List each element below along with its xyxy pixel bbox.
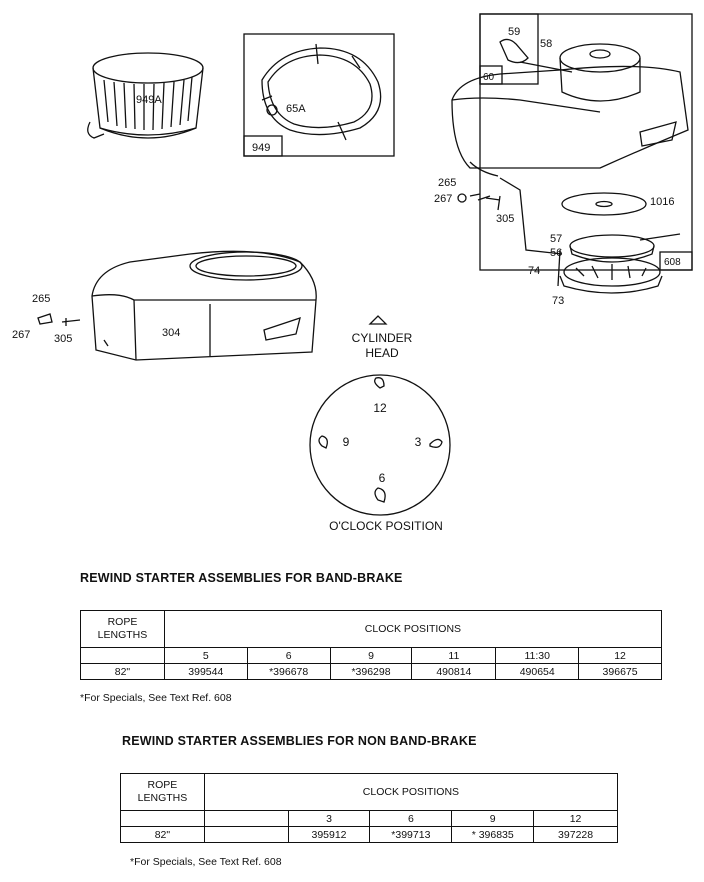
box-608-label	[659, 251, 693, 271]
positions-row: 3 6 9 12	[120, 810, 618, 827]
clock-marker-12	[374, 377, 385, 389]
positions-row: 5 6 9 11 11:30 12	[80, 647, 662, 664]
clock-marker-9	[318, 435, 328, 449]
non-band-brake-table-title: REWIND STARTER ASSEMBLIES FOR NON BAND-B…	[122, 734, 477, 748]
callout-305-lower: 305	[54, 333, 72, 345]
callout-65a: 65A	[286, 103, 306, 115]
table-row: 82" 395912 *399713 * 396835 397228	[120, 826, 618, 843]
clock-label-12: 12	[373, 401, 387, 415]
clock-marker-3	[429, 438, 443, 448]
position-cell: 5	[163, 647, 248, 664]
rope-header-line2: LENGTHS	[137, 792, 188, 804]
blower-housing-304-illustration	[91, 250, 317, 361]
callout-608: 608	[664, 257, 681, 268]
part-number-cell: 396675	[578, 663, 662, 680]
cylinder-head-label-line1: CYLINDER	[352, 331, 413, 345]
assembly-608-box	[479, 13, 693, 271]
clock-label-9: 9	[343, 435, 350, 449]
callout-267-lower: 267	[12, 329, 30, 341]
position-cell: 9	[329, 647, 413, 664]
callout-59: 59	[508, 26, 520, 38]
ring-949a-illustration	[87, 52, 204, 139]
part-number-cell	[203, 826, 289, 843]
part-number-cell: * 396835	[451, 826, 535, 843]
rope-lengths-header: ROPE LENGTHS	[80, 610, 165, 648]
part-number-cell: 397228	[533, 826, 618, 843]
non-band-brake-footnote: *For Specials, See Text Ref. 608	[130, 856, 282, 868]
rope-length-cell: 82"	[120, 826, 205, 843]
callout-73: 73	[552, 295, 564, 307]
table-row: 82" 399544 *396678 *396298 490814 490654…	[80, 663, 662, 680]
band-brake-table: ROPE LENGTHS CLOCK POSITIONS 5 6 9 11 11…	[80, 610, 663, 680]
position-cell	[203, 810, 289, 827]
position-cell: 9	[451, 810, 535, 827]
position-cell: 6	[246, 647, 331, 664]
rope-lengths-header: ROPE LENGTHS	[120, 773, 205, 811]
part-number-cell: 490654	[495, 663, 580, 680]
screw-set-lower-illustration	[37, 313, 81, 326]
table-header-row: ROPE LENGTHS CLOCK POSITIONS	[80, 610, 663, 648]
callout-265-lower: 265	[32, 293, 50, 305]
rope-header-line1: ROPE	[107, 616, 138, 628]
rope-header-line2: LENGTHS	[97, 629, 148, 641]
callout-305-upper: 305	[496, 213, 514, 225]
part-number-cell: *399713	[369, 826, 453, 843]
parts-diagram: 949A 65A 949 59 58 60 265 267 305 1016 5…	[12, 13, 693, 533]
clock-positions-header: CLOCK POSITIONS	[163, 610, 663, 648]
part-number-cell: 399544	[163, 663, 248, 680]
callout-56: 56	[550, 247, 562, 259]
band-brake-footnote: *For Specials, See Text Ref. 608	[80, 692, 232, 704]
box-949	[243, 33, 395, 157]
table-header-row: ROPE LENGTHS CLOCK POSITIONS	[120, 773, 619, 811]
callout-57: 57	[550, 233, 562, 245]
position-cell: 11:30	[495, 647, 580, 664]
callout-304: 304	[162, 327, 180, 339]
callout-1016: 1016	[650, 196, 674, 208]
positions-row-blank	[120, 810, 205, 827]
part-number-cell: 395912	[287, 826, 371, 843]
position-cell: 6	[369, 810, 453, 827]
position-cell: 12	[533, 810, 618, 827]
pulley-assembly-illustration	[557, 233, 681, 294]
part-number-cell: 490814	[411, 663, 497, 680]
callout-949: 949	[252, 142, 270, 154]
clock-position-caption: O'CLOCK POSITION	[329, 519, 443, 533]
cylinder-head-label-line2: HEAD	[365, 346, 399, 360]
callout-265-upper: 265	[438, 177, 456, 189]
position-cell: 12	[578, 647, 662, 664]
callout-58: 58	[540, 38, 552, 50]
callout-74: 74	[528, 265, 540, 277]
box-60-label	[479, 65, 503, 85]
rope-length-cell: 82"	[80, 663, 165, 680]
rope-header-line1: ROPE	[147, 779, 178, 791]
part-number-cell: *396298	[329, 663, 413, 680]
blower-housing-upper-illustration	[451, 38, 689, 177]
clock-marker-6	[374, 487, 386, 503]
positions-row-blank	[80, 647, 165, 664]
callout-60: 60	[483, 72, 495, 83]
non-band-brake-table: ROPE LENGTHS CLOCK POSITIONS 3 6 9 12 82…	[120, 773, 619, 843]
callout-949a: 949A	[136, 94, 162, 106]
callout-267-upper: 267	[434, 193, 452, 205]
cylinder-head-arrow-icon	[368, 315, 388, 325]
rope-guide-65a-illustration	[261, 43, 382, 141]
screw-set-upper-illustration	[457, 193, 501, 203]
box-60	[479, 13, 539, 85]
disc-1016-illustration	[561, 192, 647, 216]
position-cell: 11	[411, 647, 497, 664]
box-949-label	[243, 135, 283, 157]
clock-position-circle	[309, 374, 451, 516]
position-cell: 3	[287, 810, 371, 827]
part-number-cell: *396678	[246, 663, 331, 680]
clock-label-6: 6	[379, 471, 386, 485]
clock-label-3: 3	[415, 435, 422, 449]
band-brake-table-title: REWIND STARTER ASSEMBLIES FOR BAND-BRAKE	[80, 571, 403, 585]
clock-positions-header: CLOCK POSITIONS	[203, 773, 619, 811]
